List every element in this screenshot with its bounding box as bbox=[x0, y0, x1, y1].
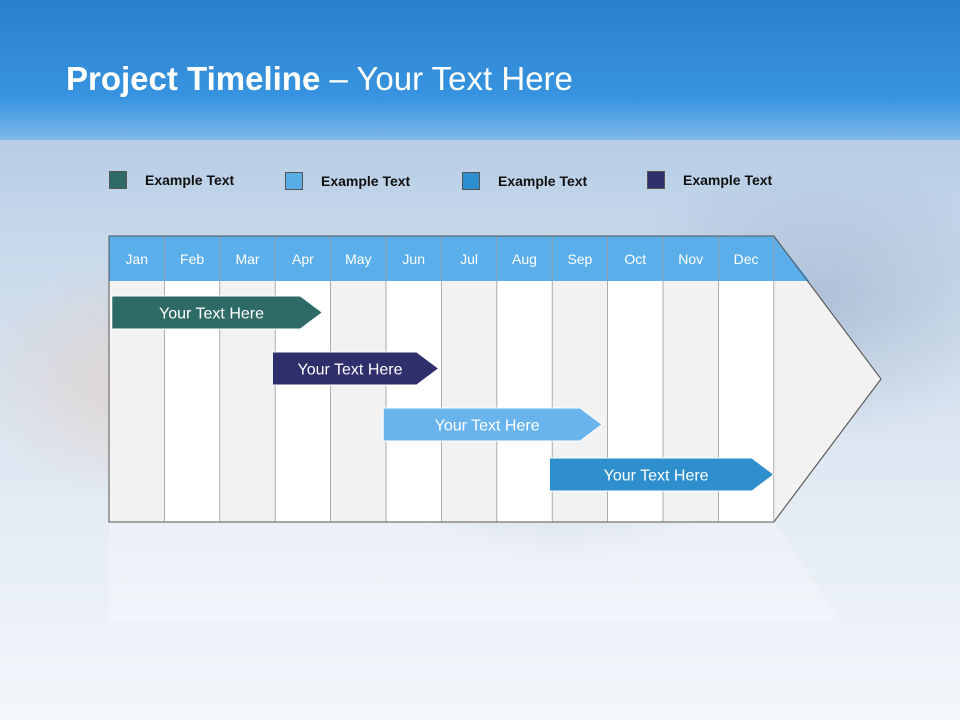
month-label-oct: Oct bbox=[624, 251, 646, 267]
legend-item-3: Example Text bbox=[462, 172, 587, 190]
month-header-strip bbox=[109, 236, 810, 281]
task-bar-2 bbox=[271, 351, 440, 386]
legend-swatch-4 bbox=[647, 171, 665, 189]
task-label-4: Your Text Here bbox=[604, 468, 709, 485]
month-label-jan: Jan bbox=[125, 251, 148, 267]
legend-label-1: Example Text bbox=[145, 172, 235, 188]
month-label-aug: Aug bbox=[512, 251, 537, 267]
month-label-jul: Jul bbox=[460, 251, 478, 267]
legend-item-1: Example Text bbox=[109, 171, 234, 189]
legend-label-2: Example Text bbox=[321, 173, 411, 189]
page-title: Project Timeline – Your Text Here bbox=[66, 60, 573, 98]
legend-item-2: Example Text bbox=[285, 172, 410, 190]
legend-swatch-3 bbox=[462, 172, 480, 190]
month-label-feb: Feb bbox=[180, 251, 204, 267]
month-label-nov: Nov bbox=[678, 251, 703, 267]
legend-label-3: Example Text bbox=[498, 173, 588, 189]
timeline-reflection bbox=[109, 522, 841, 622]
title-rest: – Your Text Here bbox=[320, 60, 573, 97]
legend-swatch-1 bbox=[109, 171, 127, 189]
title-bold: Project Timeline bbox=[66, 60, 321, 97]
month-label-jun: Jun bbox=[402, 251, 425, 267]
legend-label-4: Example Text bbox=[683, 172, 773, 188]
month-label-apr: Apr bbox=[292, 251, 314, 267]
legend-item-4: Example Text bbox=[647, 171, 772, 189]
month-band-8 bbox=[496, 281, 553, 522]
task-label-1: Your Text Here bbox=[159, 306, 264, 323]
legend-swatch-2 bbox=[285, 172, 303, 190]
month-band-5 bbox=[330, 281, 386, 522]
task-bar-4 bbox=[548, 457, 775, 492]
task-label-2: Your Text Here bbox=[298, 362, 403, 379]
timeline-arrow-outline bbox=[108, 235, 882, 523]
header-band bbox=[0, 0, 960, 140]
month-label-dec: Dec bbox=[734, 251, 759, 267]
task-bar-3 bbox=[382, 407, 603, 442]
month-band-6 bbox=[386, 281, 442, 522]
month-band-7 bbox=[441, 281, 497, 522]
task-bar-1 bbox=[111, 295, 324, 330]
month-label-sep: Sep bbox=[567, 251, 592, 267]
month-label-mar: Mar bbox=[235, 251, 259, 267]
task-label-3: Your Text Here bbox=[435, 418, 540, 435]
month-label-may: May bbox=[345, 251, 371, 267]
